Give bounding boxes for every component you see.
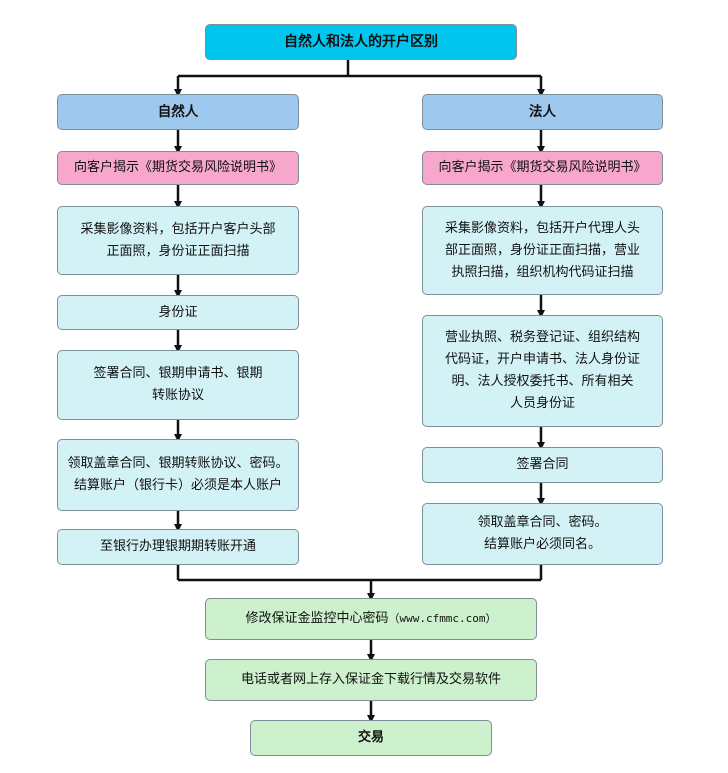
natural-person-sign-contract: 签署合同、银期申请书、银期 转账协议 (57, 350, 299, 420)
legal-person-documents: 营业执照、税务登记证、组织结构 代码证，开户申请书、法人身份证 明、法人授权委托… (422, 315, 663, 427)
natural-person-header: 自然人 (57, 94, 299, 130)
legal-person-disclose-risk: 向客户揭示《期货交易风险说明书》 (422, 151, 663, 185)
deposit-and-download: 电话或者网上存入保证金下载行情及交易软件 (205, 659, 537, 701)
change-password-label: 修改保证金监控中心密码 (245, 611, 389, 626)
legal-person-sign-contract: 签署合同 (422, 447, 663, 483)
legal-person-collect-images: 采集影像资料，包括开户代理人头 部正面照，身份证正面扫描，营业 执照扫描，组织机… (422, 206, 663, 295)
diagram-title: 自然人和法人的开户区别 (205, 24, 517, 60)
legal-person-header: 法人 (422, 94, 663, 130)
natural-person-bank-transfer: 至银行办理银期期转账开通 (57, 529, 299, 565)
natural-person-receive-docs: 领取盖章合同、银期转账协议、密码。 结算账户（银行卡）必须是本人账户 (57, 439, 299, 511)
cfmmc-url: （www.cfmmc.com） (388, 612, 497, 625)
natural-person-disclose-risk: 向客户揭示《期货交易风险说明书》 (57, 151, 299, 185)
change-margin-password: 修改保证金监控中心密码（www.cfmmc.com） (205, 598, 537, 640)
trade-box: 交易 (250, 720, 492, 756)
natural-person-id-card: 身份证 (57, 295, 299, 330)
legal-person-receive-docs: 领取盖章合同、密码。 结算账户必须同名。 (422, 503, 663, 565)
natural-person-collect-images: 采集影像资料，包括开户客户头部 正面照，身份证正面扫描 (57, 206, 299, 275)
